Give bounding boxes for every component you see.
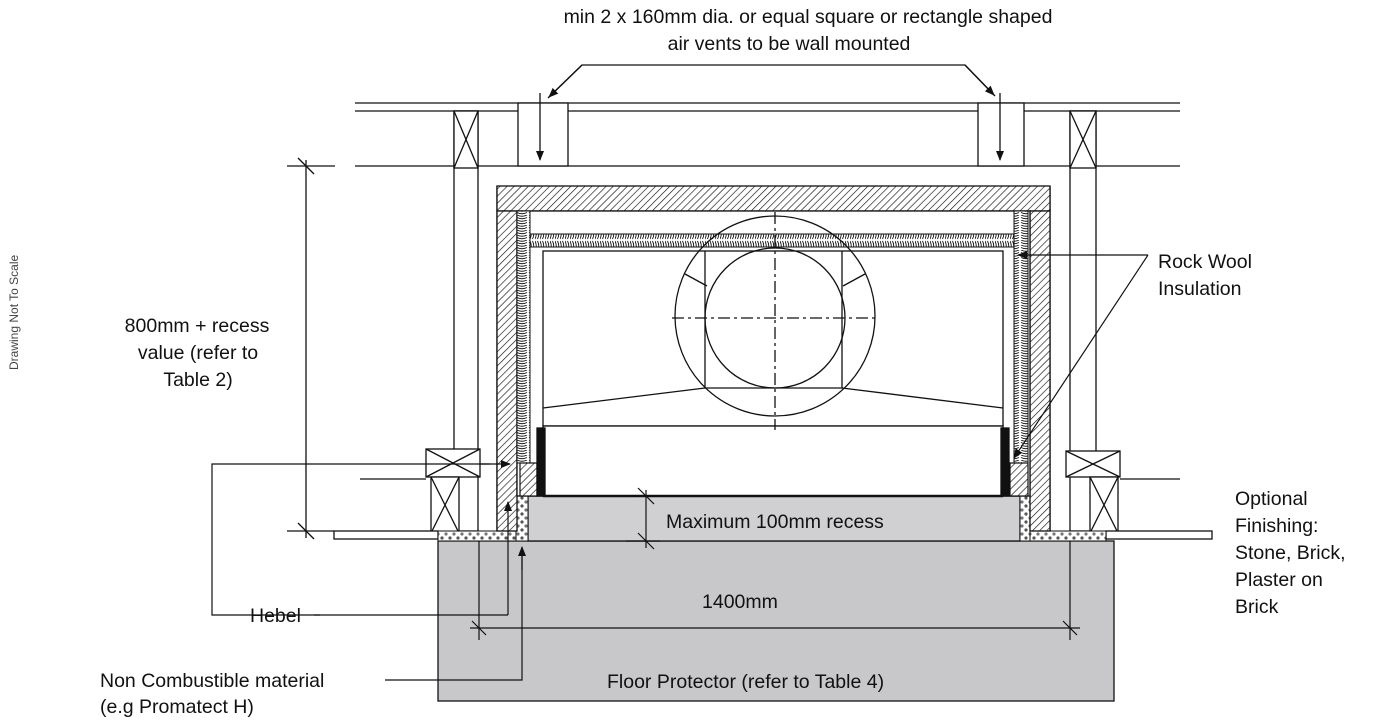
finishing-label-line2: Finishing: bbox=[1235, 515, 1318, 537]
finishing-label-line4: Plaster on bbox=[1235, 569, 1323, 591]
finishing-label-line3: Stone, Brick, bbox=[1235, 542, 1346, 564]
inner-lining bbox=[519, 462, 1029, 497]
floor-slab-right bbox=[1105, 530, 1213, 540]
flue bbox=[672, 212, 878, 430]
non-combustible-leader bbox=[385, 546, 526, 681]
hebel-label: Hebel bbox=[250, 605, 301, 627]
ceiling bbox=[355, 102, 1180, 167]
rock-wool-insulation bbox=[516, 210, 1029, 464]
stud-left bbox=[425, 110, 481, 534]
recess-dimension bbox=[626, 487, 660, 550]
floor-slab-left bbox=[333, 530, 439, 540]
noncomb-label-line1: Non Combustible material bbox=[100, 670, 324, 692]
floor-protector bbox=[437, 540, 1115, 702]
rockwool-label-line1: Rock Wool bbox=[1158, 251, 1252, 273]
finishing-label-line1: Optional bbox=[1235, 488, 1308, 510]
air-vent-right bbox=[977, 93, 1025, 167]
rockwool-label-line2: Insulation bbox=[1158, 278, 1241, 300]
height-label-line2: value (refer to bbox=[138, 342, 258, 364]
height-dimension bbox=[287, 157, 335, 540]
floor-protector-label: Floor Protector (refer to Table 4) bbox=[607, 671, 884, 693]
recess-label: Maximum 100mm recess bbox=[666, 511, 884, 533]
vent-leader bbox=[547, 64, 996, 99]
rock-wool-leaders bbox=[1013, 251, 1149, 459]
vents-label-line2: air vents to be wall mounted bbox=[668, 33, 911, 55]
height-label-line1: 800mm + recess bbox=[125, 315, 270, 337]
width-dimension bbox=[470, 541, 1080, 640]
air-vent-left bbox=[517, 93, 569, 167]
noncomb-label-line2: (e.g Promatect H) bbox=[100, 696, 254, 718]
hebel-leader bbox=[211, 460, 512, 616]
vents-label-line1: min 2 x 160mm dia. or equal square or re… bbox=[564, 6, 1053, 28]
height-label-line3: Table 2) bbox=[163, 369, 232, 391]
drawing-not-to-scale-note: Drawing Not To Scale bbox=[7, 255, 21, 370]
hebel-enclosure bbox=[496, 185, 1051, 532]
firebox bbox=[536, 250, 1010, 498]
finishing-label-line5: Brick bbox=[1235, 596, 1279, 618]
width-label: 1400mm bbox=[702, 591, 778, 613]
stud-right bbox=[1065, 110, 1121, 534]
